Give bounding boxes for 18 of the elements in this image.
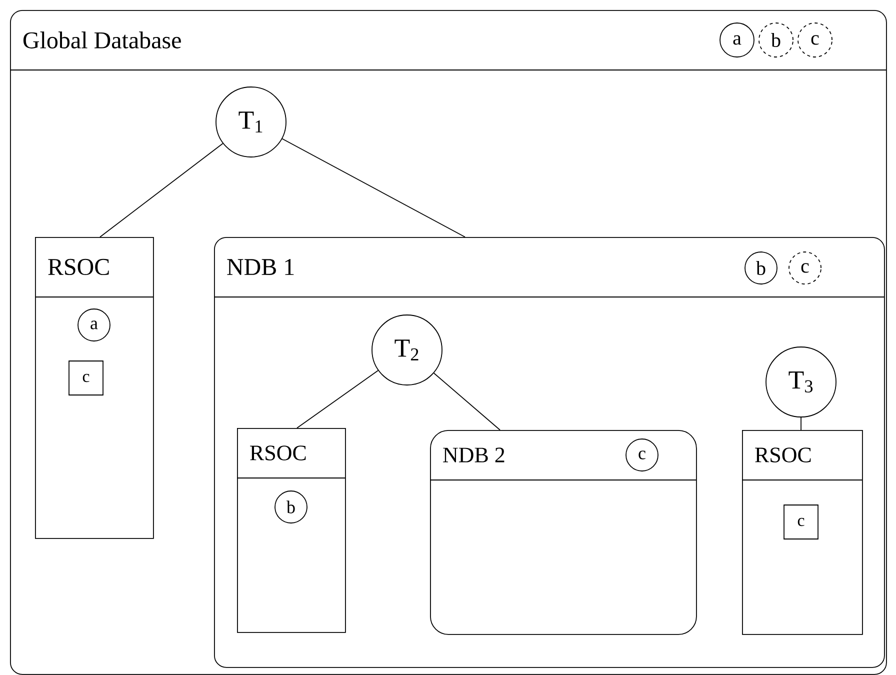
square-node: c bbox=[68, 360, 104, 396]
circle-node: c bbox=[626, 438, 658, 472]
circle-node: T$_{3}$ bbox=[766, 346, 836, 418]
connector-line bbox=[800, 417, 802, 430]
circle-node: a bbox=[720, 22, 754, 58]
circle-node: T$_{2}$ bbox=[372, 314, 442, 386]
connector-line bbox=[433, 372, 500, 430]
circle-node: b bbox=[274, 490, 308, 524]
connector-line bbox=[296, 370, 379, 428]
circle-node: c bbox=[798, 22, 832, 58]
circle-node: b bbox=[758, 22, 794, 58]
circle-node: T$_{1}$ bbox=[216, 86, 286, 158]
circle-node: a bbox=[78, 308, 110, 342]
connector-line bbox=[282, 138, 466, 238]
connector-line bbox=[100, 143, 224, 238]
square-node: c bbox=[784, 504, 818, 540]
circle-node: c bbox=[788, 252, 822, 284]
circle-node: b bbox=[744, 252, 778, 284]
